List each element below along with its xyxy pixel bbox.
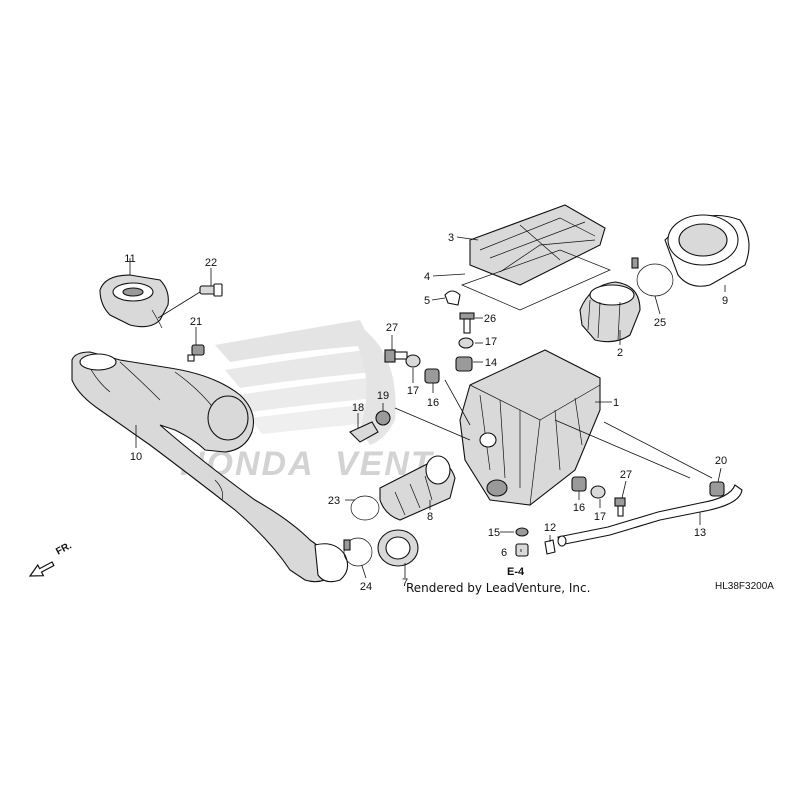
section-ref-label[interactable]: E-4 (507, 566, 525, 578)
callout-12: 12 (544, 522, 556, 534)
part-26-bolt (459, 312, 475, 334)
part-18-valve (349, 421, 379, 443)
part-15-clip (515, 527, 529, 537)
part-24-band (343, 537, 373, 567)
part-13-breather-hose (557, 484, 743, 547)
front-direction-label: FR. (54, 540, 74, 557)
part-3-case-cover (469, 204, 606, 286)
diagram-code: HL38F3200A (715, 581, 774, 592)
callout-15: 15 (488, 527, 500, 539)
callout-6: 6 (501, 547, 507, 559)
part-25-band (631, 257, 674, 297)
callout-27-left: 27 (386, 322, 398, 334)
callout-5: 5 (424, 295, 430, 307)
callout-1: 1 (613, 397, 619, 409)
part-17-washer-left (405, 354, 421, 368)
callout-23: 23 (328, 495, 340, 507)
callout-labels: 1 2 3 4 5 6 7 8 9 10 11 12 13 14 15 16 1… (124, 232, 728, 593)
callout-26: 26 (484, 313, 496, 325)
callout-16-left: 16 (427, 397, 439, 409)
part-27-bolt-right (614, 497, 626, 517)
callout-22: 22 (205, 257, 217, 269)
part-10-intake-duct (71, 351, 349, 583)
part-2-filter-element (579, 281, 641, 343)
callout-21: 21 (190, 316, 202, 328)
part-6-drain-plug (515, 543, 529, 557)
part-27-bolt-left (384, 349, 408, 363)
callout-14: 14 (485, 357, 497, 369)
callout-4: 4 (424, 271, 430, 283)
part-23-band (350, 495, 380, 521)
callout-17-right: 17 (594, 511, 606, 523)
callout-18: 18 (352, 402, 364, 414)
part-11-cover (99, 274, 169, 329)
part-1-air-cleaner-case (459, 349, 601, 506)
callout-16-right: 16 (573, 502, 585, 514)
callout-3: 3 (448, 232, 454, 244)
callout-17-upper: 17 (485, 336, 497, 348)
part-5-clip (444, 290, 461, 306)
callout-10: 10 (130, 451, 142, 463)
part-12-clip (544, 539, 556, 555)
callout-8: 8 (427, 511, 433, 523)
part-21-bolt (187, 344, 205, 362)
part-19-grommet (375, 410, 391, 426)
part-7-tube (377, 529, 419, 567)
part-17-washer-right (590, 485, 606, 499)
callout-24: 24 (360, 581, 372, 593)
callout-7: 7 (402, 577, 408, 589)
part-9-outer-filter (664, 214, 750, 287)
callout-27-right: 27 (620, 469, 632, 481)
front-direction-arrow (28, 561, 55, 577)
callout-20: 20 (715, 455, 727, 467)
part-4-gasket (461, 249, 611, 311)
part-16-grommet-right (571, 476, 587, 492)
callout-25: 25 (654, 317, 666, 329)
callout-11: 11 (124, 253, 135, 265)
callout-19: 19 (377, 390, 389, 402)
part-8-connecting-tube (379, 455, 456, 521)
callout-13: 13 (694, 527, 706, 539)
part-16-grommet-left (424, 368, 440, 384)
part-17-washer-upper (458, 337, 474, 349)
part-20-grommet (709, 481, 725, 497)
callout-17-left: 17 (407, 385, 419, 397)
part-14-grommet (455, 356, 473, 372)
callout-2: 2 (617, 347, 623, 359)
credit-text: Rendered by LeadVenture, Inc. (406, 581, 590, 595)
leader-lines (129, 236, 726, 579)
part-22-screw (199, 283, 223, 297)
callout-9: 9 (722, 295, 728, 307)
